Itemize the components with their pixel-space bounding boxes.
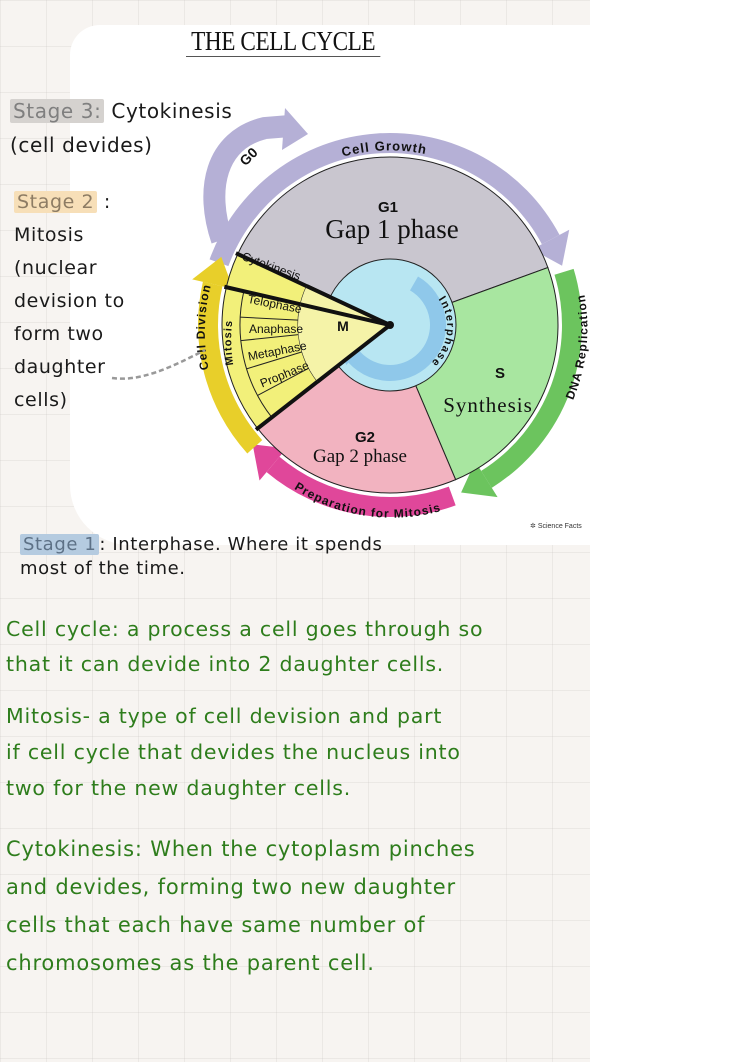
cell-division-label-path: Cell Division [194, 282, 213, 371]
stage-3-text: Cytokinesis [104, 99, 233, 123]
mitosis-label: Mitosis [222, 319, 236, 366]
note-line: Cytokinesis: When the cytoplasm pinches [6, 837, 476, 861]
stage-2-line: daughter [14, 356, 106, 378]
watermark: ✲ Science Facts [530, 523, 582, 530]
stage-3-text-2: (cell devides) [10, 133, 153, 157]
cell-growth-arrowhead [532, 229, 570, 266]
g1-sector [237, 156, 549, 326]
cell-division-label: Cell Division [194, 282, 214, 371]
note-line: if cell cycle that devides the nucleus i… [6, 740, 461, 764]
dna-replication-arrow [481, 268, 582, 488]
center-point [386, 321, 394, 329]
m-boundary-line [316, 323, 392, 384]
g0-loop-arrow [203, 115, 291, 244]
dna-replication-arrowhead [461, 461, 498, 498]
note-cytokinesis: Cytokinesis: When the cytoplasm pinches … [6, 830, 586, 982]
stage-3-label: Stage 3: [10, 99, 105, 123]
stage-2-line: cells) [14, 389, 68, 411]
note-line: cells that each have same number of [6, 913, 426, 937]
preparation-arrowhead [252, 444, 287, 481]
note-line: that it can devide into 2 daughter cells… [6, 652, 445, 676]
g1-name: Gap 1 phase [325, 214, 458, 244]
note-line: and devides, forming two new daughter [6, 875, 456, 899]
stage-1-text-2: most of the time. [20, 558, 186, 579]
stage-2-note: Stage 2 : Mitosis (nuclear devision to f… [14, 186, 154, 417]
sub-phase-divider [240, 316, 299, 321]
mitosis-label-path: Mitosis [222, 319, 235, 366]
pointer-dashed-arrow [111, 348, 206, 380]
stage-2-line: (nuclear [14, 257, 98, 279]
note-line: Mitosis- a type of cell devision and par… [6, 704, 443, 728]
note-line: Cell cycle: a process a cell goes throug… [6, 617, 484, 641]
sub-phase-divider [240, 334, 299, 342]
watermark-text: Science Facts [537, 523, 582, 530]
s-code: S [495, 365, 505, 382]
stage-2-line: Mitosis [14, 224, 85, 246]
stage-2-line: form two [14, 323, 104, 345]
stage-2-label: Stage 2 [14, 191, 98, 213]
sub-phase-label: Anaphase [249, 322, 303, 336]
interphase-arrow [341, 276, 446, 381]
note-line: chromosomes as the parent cell. [6, 951, 375, 975]
cell-growth-arrow [209, 132, 560, 267]
m-boundary-line [299, 302, 391, 327]
m-code: M [337, 318, 349, 334]
stage-3-note: Stage 3: Cytokinesis (cell devides) [10, 94, 270, 162]
note-cell-cycle: Cell cycle: a process a cell goes throug… [6, 612, 586, 682]
g1-code: G1 [378, 199, 398, 216]
page-title: THE CELL CYCLE [186, 26, 381, 57]
stage-1-note: Stage 1: Interphase. Where it spends mos… [20, 533, 500, 581]
g2-name: Gap 2 phase [313, 446, 407, 467]
stage-1-text: : Interphase. Where it spends [99, 534, 383, 555]
stage-2-line: devision to [14, 290, 125, 312]
stage-1-label: Stage 1 [20, 534, 100, 555]
preparation-arrow [266, 456, 456, 518]
stage-2-colon: : [97, 191, 111, 213]
mitosis-band-arc [239, 291, 273, 418]
note-mitosis: Mitosis- a type of cell devision and par… [6, 698, 586, 806]
note-line: two for the new daughter cells. [6, 776, 352, 800]
m-boundary-line [305, 284, 391, 327]
sub-phase-divider [246, 351, 303, 370]
g2-code: G2 [355, 429, 375, 446]
sub-phase-divider [257, 367, 310, 396]
s-name: Synthesis [443, 393, 533, 417]
g0-arrowhead [282, 108, 308, 150]
cell-division-arrowhead [192, 256, 234, 289]
cell-division-arrow [197, 281, 263, 454]
